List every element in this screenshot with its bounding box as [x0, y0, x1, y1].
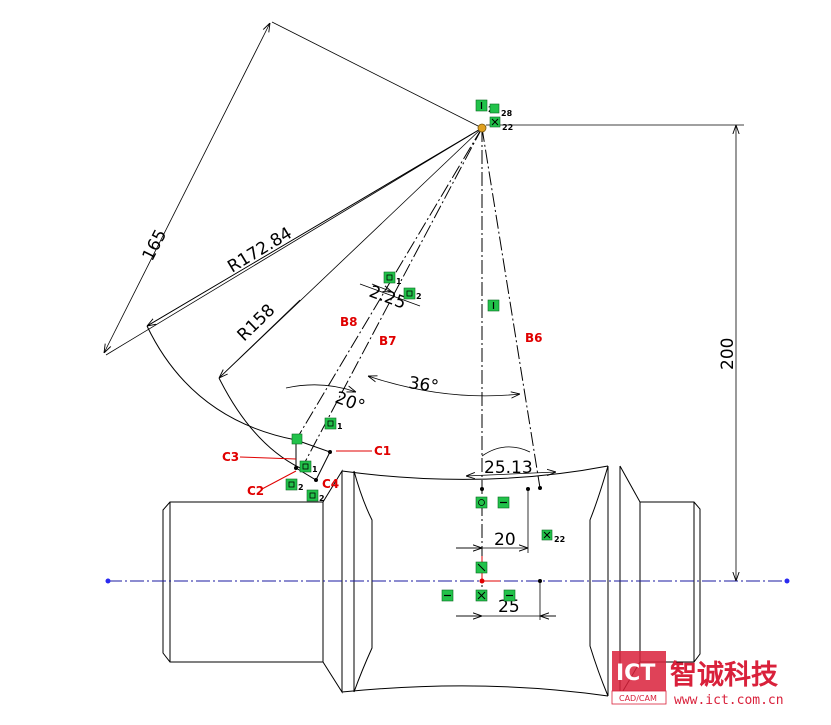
right-shaft [640, 501, 701, 663]
logo-url-text: www.ict.com.cn [674, 693, 784, 708]
point-c2[interactable] [294, 466, 298, 470]
fix-relation-icon-c2[interactable] [285, 478, 298, 491]
relation-icon-28[interactable] [489, 103, 500, 114]
fix-relation-icon-b7[interactable] [383, 271, 396, 284]
dim-r17284-text[interactable]: R172.84 [224, 223, 295, 277]
dim-200-text[interactable]: 200 [718, 338, 738, 370]
leader-c3 [239, 456, 297, 460]
label-b8: B8 [340, 315, 358, 329]
relation-markers[interactable]: 28 28 22 1 2 1 1 2 2 22 [285, 99, 565, 602]
dim-165-line [104, 23, 270, 353]
logo-cn-text: 智诚科技 [670, 660, 778, 691]
groove-point-b6[interactable] [538, 486, 542, 490]
dim-36deg-arc [368, 376, 520, 396]
relation-num-2-c2b: 2 [319, 494, 325, 503]
dim-225-arrow-a [371, 283, 392, 292]
relation-num-22-apex: 22 [502, 123, 513, 132]
dim-20deg-arc [285, 384, 356, 392]
point-c1[interactable] [328, 450, 332, 454]
centerline-b6 [481, 127, 541, 489]
label-c1: C1 [374, 444, 391, 458]
parallel-relation-icon-c3[interactable] [291, 433, 303, 445]
centerline-b7 [304, 127, 483, 463]
label-b6: B6 [525, 331, 543, 345]
relation-num-28-b: 28 [501, 109, 513, 118]
axis-point-right[interactable] [538, 579, 542, 583]
dim-r17284-arrow [147, 133, 473, 326]
dim-r158-arrow [219, 299, 301, 378]
label-c3: C3 [222, 450, 239, 464]
label-c2: C2 [247, 484, 264, 498]
section-square[interactable] [295, 439, 331, 481]
dim-225-line [359, 283, 421, 307]
watermark-logo: ICT CAD/CAM 智诚科技 www.ict.com.cn [611, 651, 784, 708]
centerline-b8 [295, 127, 483, 441]
groove-point-center[interactable] [480, 487, 484, 491]
apex-point[interactable] [477, 123, 487, 133]
left-inner-curve [353, 470, 373, 693]
dim-165-text[interactable]: 165 [139, 226, 172, 264]
relation-num-2-c2: 2 [298, 483, 304, 492]
relation-num-1-c1: 1 [337, 422, 343, 431]
arc-r158 [218, 377, 301, 469]
dim-225-text[interactable]: 2.25 [366, 282, 408, 314]
leader-c2 [261, 470, 297, 490]
fix-relation-icon-b8[interactable] [403, 287, 416, 300]
dim-2513-arc [481, 446, 531, 457]
label-c4: C4 [322, 477, 339, 491]
logo-badge [612, 651, 666, 691]
top-groove-curve [341, 465, 609, 480]
relation-num-2-b8: 2 [416, 292, 422, 301]
logo-ict-text: ICT [616, 661, 655, 686]
dim-2513-line [466, 472, 556, 476]
dim-20deg-text[interactable]: 20° [332, 388, 367, 417]
dim-r158-text[interactable]: R158 [234, 300, 280, 345]
dim-20-text[interactable]: 20 [494, 530, 516, 550]
relation-num-1-b7: 1 [396, 277, 402, 286]
relation-num-22-b6: 22 [554, 535, 565, 544]
label-b7: B7 [379, 334, 397, 348]
groove-point-right[interactable] [526, 487, 530, 491]
axis-endpoint-left[interactable] [105, 578, 111, 584]
point-c4[interactable] [314, 478, 318, 482]
right-inner-curve [589, 465, 609, 697]
dim-2513-text[interactable]: 25.13 [484, 458, 533, 478]
fix-relation-icon-c2b[interactable] [306, 489, 319, 502]
bottom-groove-curve [341, 685, 609, 697]
fix-relation-icon-c1[interactable] [324, 417, 337, 430]
leader-165-top [271, 21, 483, 129]
dim-36deg-text[interactable]: 36° [407, 373, 440, 397]
logo-sub-text: CAD/CAM [619, 694, 657, 703]
axis-endpoint-right[interactable] [784, 578, 790, 584]
coincident-relation-icon-groove[interactable] [475, 496, 488, 509]
fix-relation-icon-c4[interactable] [299, 460, 312, 473]
dim-25-text[interactable]: 25 [498, 597, 520, 617]
left-shaft [162, 501, 323, 663]
relation-num-1-c4: 1 [312, 465, 318, 474]
